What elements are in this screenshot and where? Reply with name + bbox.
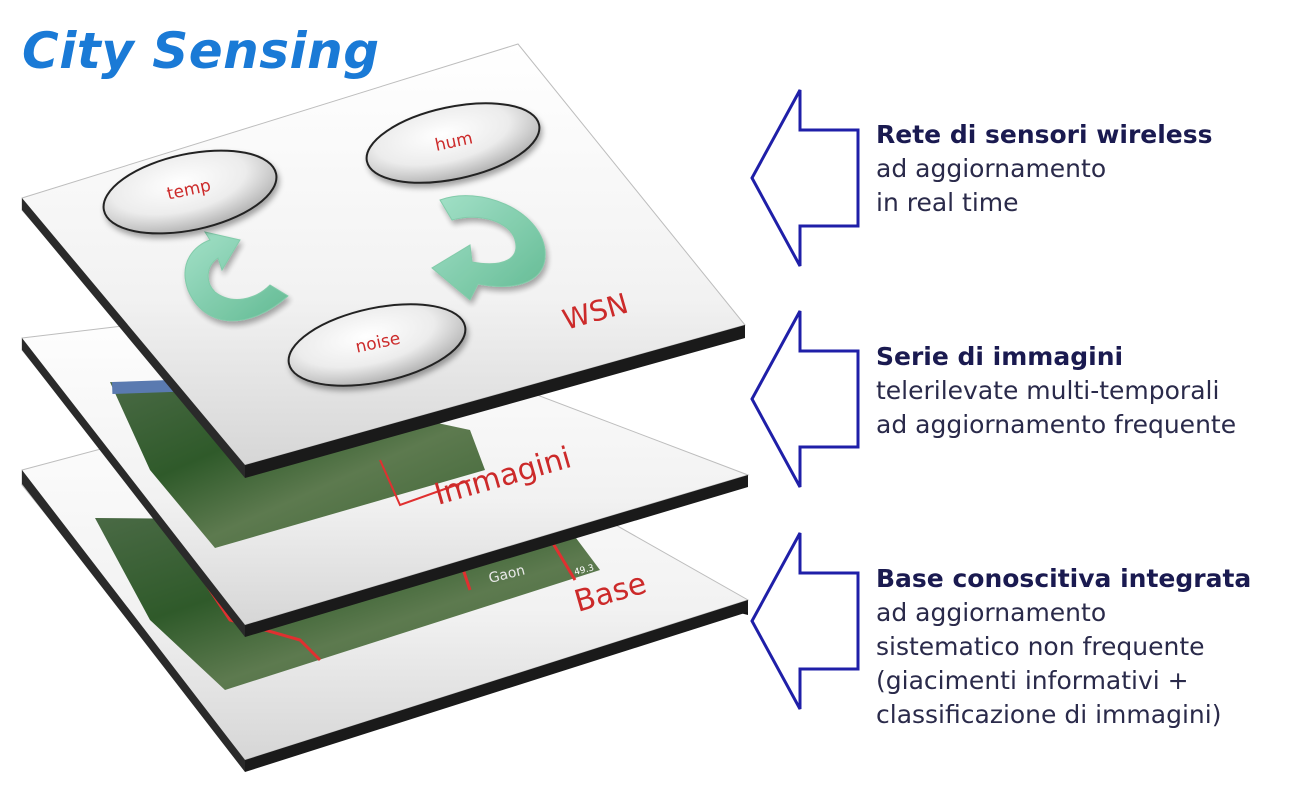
left-arrow-icon xyxy=(750,310,860,488)
description-immagini-line: ad aggiornamento frequente xyxy=(876,410,1237,439)
left-arrow-icon xyxy=(750,89,860,267)
page-title: City Sensing xyxy=(22,22,380,80)
base-map-scale: 49.3 xyxy=(573,563,595,578)
description-base-line: (giacimenti informativi + xyxy=(876,666,1189,695)
wsn-layer-left-edge xyxy=(22,198,245,478)
left-arrow-icon xyxy=(750,532,860,710)
description-wsn-heading: Rete di sensori wireless xyxy=(876,120,1213,149)
description-base-line: sistematico non frequente xyxy=(876,632,1205,661)
cycle-arrow-icon xyxy=(184,231,289,322)
sensor-node-hum: hum xyxy=(365,102,541,184)
description-base: Base conoscitiva integrata ad aggiorname… xyxy=(876,562,1251,732)
sensor-node-temp: temp xyxy=(102,149,278,235)
description-wsn-line: in real time xyxy=(876,188,1019,217)
description-immagini-line: telerilevate multi-temporali xyxy=(876,376,1220,405)
sensor-node-noise-shape xyxy=(287,303,467,387)
base-layer-bottom-edge xyxy=(245,600,748,772)
description-base-line: classificazione di immagini) xyxy=(876,700,1222,729)
wsn-layer-bottom-edge xyxy=(245,325,745,478)
base-layer-left-edge xyxy=(22,470,245,772)
description-base-line: ad aggiornamento xyxy=(876,598,1107,627)
description-immagini: Serie di immagini telerilevate multi-tem… xyxy=(876,340,1236,442)
immagini-map-border xyxy=(379,459,471,507)
immagini-layer-left-edge xyxy=(22,338,245,637)
description-base-heading: Base conoscitiva integrata xyxy=(876,564,1252,593)
wsn-layer: temp hum noise WSN xyxy=(21,43,746,478)
sensor-node-noise: noise xyxy=(287,303,467,387)
cycle-arrow-icon xyxy=(431,195,546,301)
immagini-layer-bottom-edge xyxy=(245,475,748,637)
sensor-node-hum-shape xyxy=(365,102,541,184)
description-wsn-line: ad aggiornamento xyxy=(876,154,1107,183)
description-wsn: Rete di sensori wireless ad aggiornament… xyxy=(876,118,1213,220)
sensor-node-temp-shape xyxy=(102,149,278,235)
description-immagini-heading: Serie di immagini xyxy=(876,342,1124,371)
